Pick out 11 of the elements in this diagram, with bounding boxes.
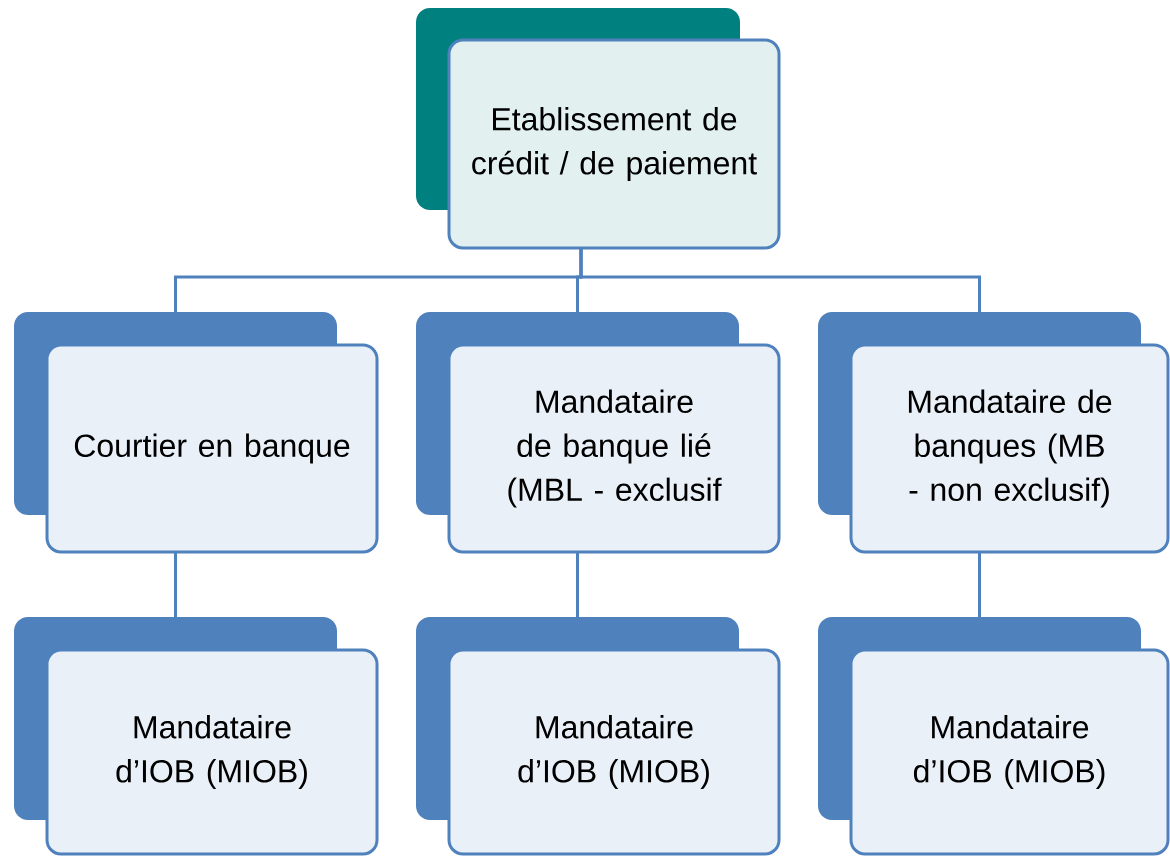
org-box: Mandataire d’IOB (MIOB) xyxy=(416,617,781,856)
connector-line xyxy=(579,249,981,312)
org-box: Mandataire d’IOB (MIOB) xyxy=(14,617,379,856)
org-box: Etablissement de crédit / de paiement xyxy=(416,8,781,250)
org-box: Mandataire d’IOB (MIOB) xyxy=(818,617,1170,856)
connector-line xyxy=(576,553,579,617)
org-box: Mandataire de banque lié (MBL - exclusif xyxy=(416,312,781,554)
connector-line xyxy=(174,553,177,617)
connector-line xyxy=(978,553,981,617)
org-box: Courtier en banque xyxy=(14,312,379,554)
org-box: Mandataire de banques (MB - non exclusif) xyxy=(818,312,1170,554)
